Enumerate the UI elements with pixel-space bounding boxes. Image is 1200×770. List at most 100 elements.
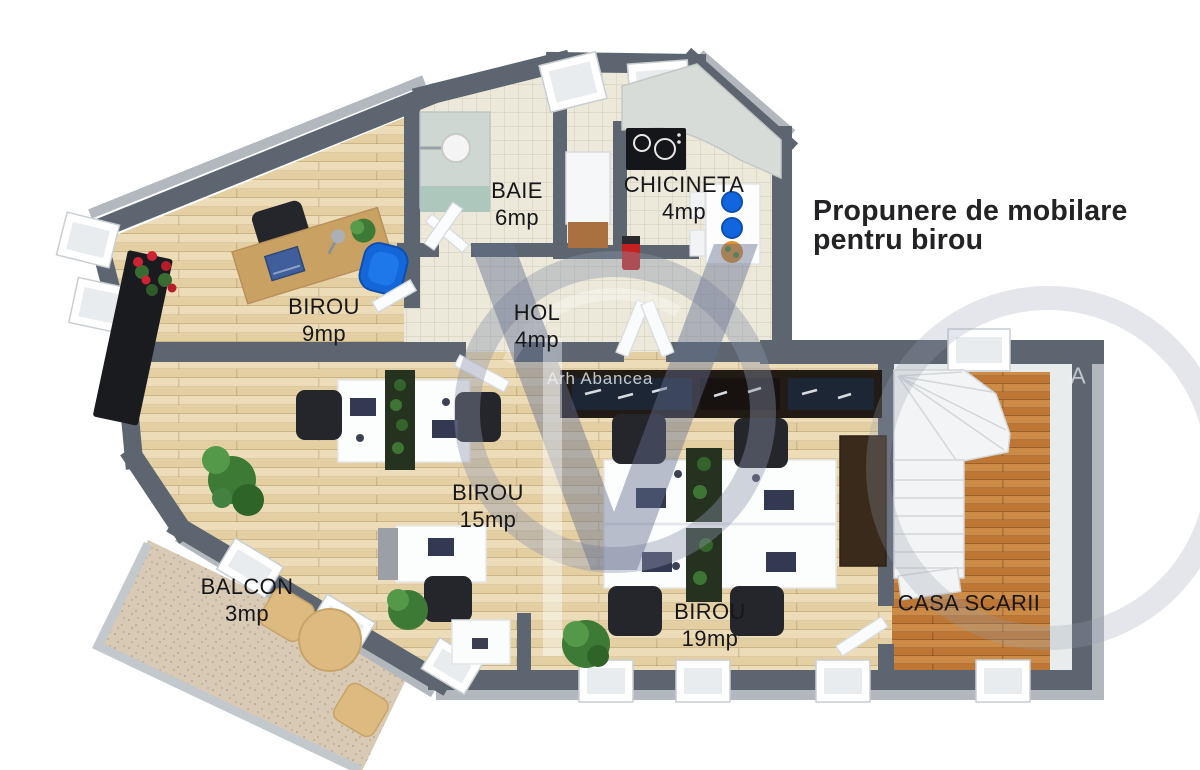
room-area: 9mp <box>302 321 346 346</box>
laptop <box>642 552 672 572</box>
appliance-cabinet-wood <box>568 222 608 248</box>
window-bottom-3 <box>815 659 871 703</box>
balcony-furniture <box>258 587 389 738</box>
divider-leaf <box>394 379 406 391</box>
desk-phone <box>672 562 680 570</box>
floor-plant <box>562 620 610 668</box>
staircase <box>893 369 1011 601</box>
food-garnish <box>725 246 731 252</box>
room-area: 6mp <box>494 205 539 230</box>
side-desk <box>451 619 511 665</box>
side-desk-laptop <box>472 638 488 649</box>
room-label-baie: BAIE 6mp <box>491 177 543 231</box>
kitchen-chair-2 <box>689 229 706 257</box>
laptop <box>636 488 666 508</box>
shelf-section <box>788 378 874 410</box>
watermark-inner-arc <box>491 288 739 536</box>
desk-phone <box>752 474 760 482</box>
corner-plant <box>202 446 264 516</box>
laptop <box>432 420 458 438</box>
balcony-table <box>298 608 362 672</box>
door-leaf-baie <box>423 201 464 251</box>
office-chair <box>608 586 662 636</box>
door-leaf-casa-scarii <box>835 615 889 657</box>
floor-plant <box>387 589 428 630</box>
stairs-landing <box>897 566 962 601</box>
watermark-ring <box>454 251 776 573</box>
room-label-casa-scarii: CASA SCARII <box>898 590 1041 617</box>
room-label-chicineta: CHICINETA 4mp <box>624 171 745 225</box>
room-birou15-furniture <box>202 370 511 665</box>
desk-phone <box>674 470 682 478</box>
balcony-outer-trim <box>91 542 362 770</box>
desk-cabinet <box>378 528 398 580</box>
title-line-1: Propunere de mobilare <box>813 195 1128 227</box>
laptop <box>350 398 376 416</box>
office-chair <box>730 586 784 636</box>
desk <box>231 206 395 305</box>
page-title: Propunere de mobilare pentru birou <box>813 197 1128 255</box>
office-chair <box>424 576 472 622</box>
watermark-partial-letter: A <box>1070 362 1086 389</box>
room-area: 4mp <box>515 327 559 352</box>
divider-leaf <box>396 419 408 431</box>
storage-cabinet <box>839 435 887 567</box>
room-birou19-furniture <box>560 370 889 668</box>
room-area: 19mp <box>681 626 739 651</box>
office-chair <box>455 392 501 442</box>
room-area: 4mp <box>662 199 706 224</box>
watermark-logo <box>454 244 1200 656</box>
divider-leaf <box>390 399 402 411</box>
room-name: BAIE <box>491 178 543 203</box>
coffee-machine <box>622 238 640 270</box>
window-bottom-4 <box>975 659 1031 703</box>
room-name: BALCON <box>200 574 294 599</box>
room-name: BIROU <box>288 294 360 319</box>
divider-leaf <box>699 538 713 552</box>
room-name: BIROU <box>452 480 524 505</box>
stairroom-right-margin <box>1050 356 1074 686</box>
cooktop-burner <box>633 134 651 152</box>
hol-doors <box>453 299 675 393</box>
divider-leaf <box>693 485 707 499</box>
cooktop-knob <box>677 133 681 137</box>
watermark-text: Arh Abancea <box>546 369 654 388</box>
laptop <box>766 552 796 572</box>
room-name: CASA SCARII <box>897 590 1041 616</box>
divider-leaf <box>392 442 404 454</box>
room-chicineta-furniture <box>565 63 782 270</box>
title-line-2: pentru birou <box>813 224 984 256</box>
double-door-left-leaf <box>615 299 650 358</box>
watermark-v <box>470 244 758 570</box>
plate-blue-1 <box>721 191 743 213</box>
food-garnish <box>733 252 739 258</box>
appliance-fridge <box>565 151 611 225</box>
stairs-fan-treads <box>897 371 1007 461</box>
door-leaf-birou15 <box>453 354 511 393</box>
window-left-1 <box>55 211 121 269</box>
coffee-machine-top <box>622 236 640 244</box>
room-label-balcon: BALCON 3mp <box>201 573 294 627</box>
office-chair <box>296 390 342 440</box>
door-leaf-birou9 <box>370 278 418 314</box>
room-area: 15mp <box>459 507 517 532</box>
balcony-door-1 <box>215 537 285 599</box>
shelf-items <box>584 386 852 400</box>
watermark-bar <box>543 338 562 656</box>
room-area: 3mp <box>225 601 269 626</box>
balcony-chair-2 <box>332 682 389 738</box>
double-door-right-leaf <box>640 299 675 358</box>
room-name: HOL <box>513 300 561 325</box>
shower-head <box>441 133 471 163</box>
window-bottom-2 <box>675 659 731 703</box>
divider-leaf <box>693 571 707 585</box>
desk-phone <box>356 434 364 442</box>
room-label-birou9: BIROU 9mp <box>288 293 360 347</box>
kitchen-chair-1 <box>689 191 706 219</box>
office-chair <box>734 418 788 468</box>
room-name: CHICINETA <box>623 172 745 197</box>
room-label-hol: HOL 4mp <box>514 299 560 353</box>
desk-phone <box>442 398 450 406</box>
